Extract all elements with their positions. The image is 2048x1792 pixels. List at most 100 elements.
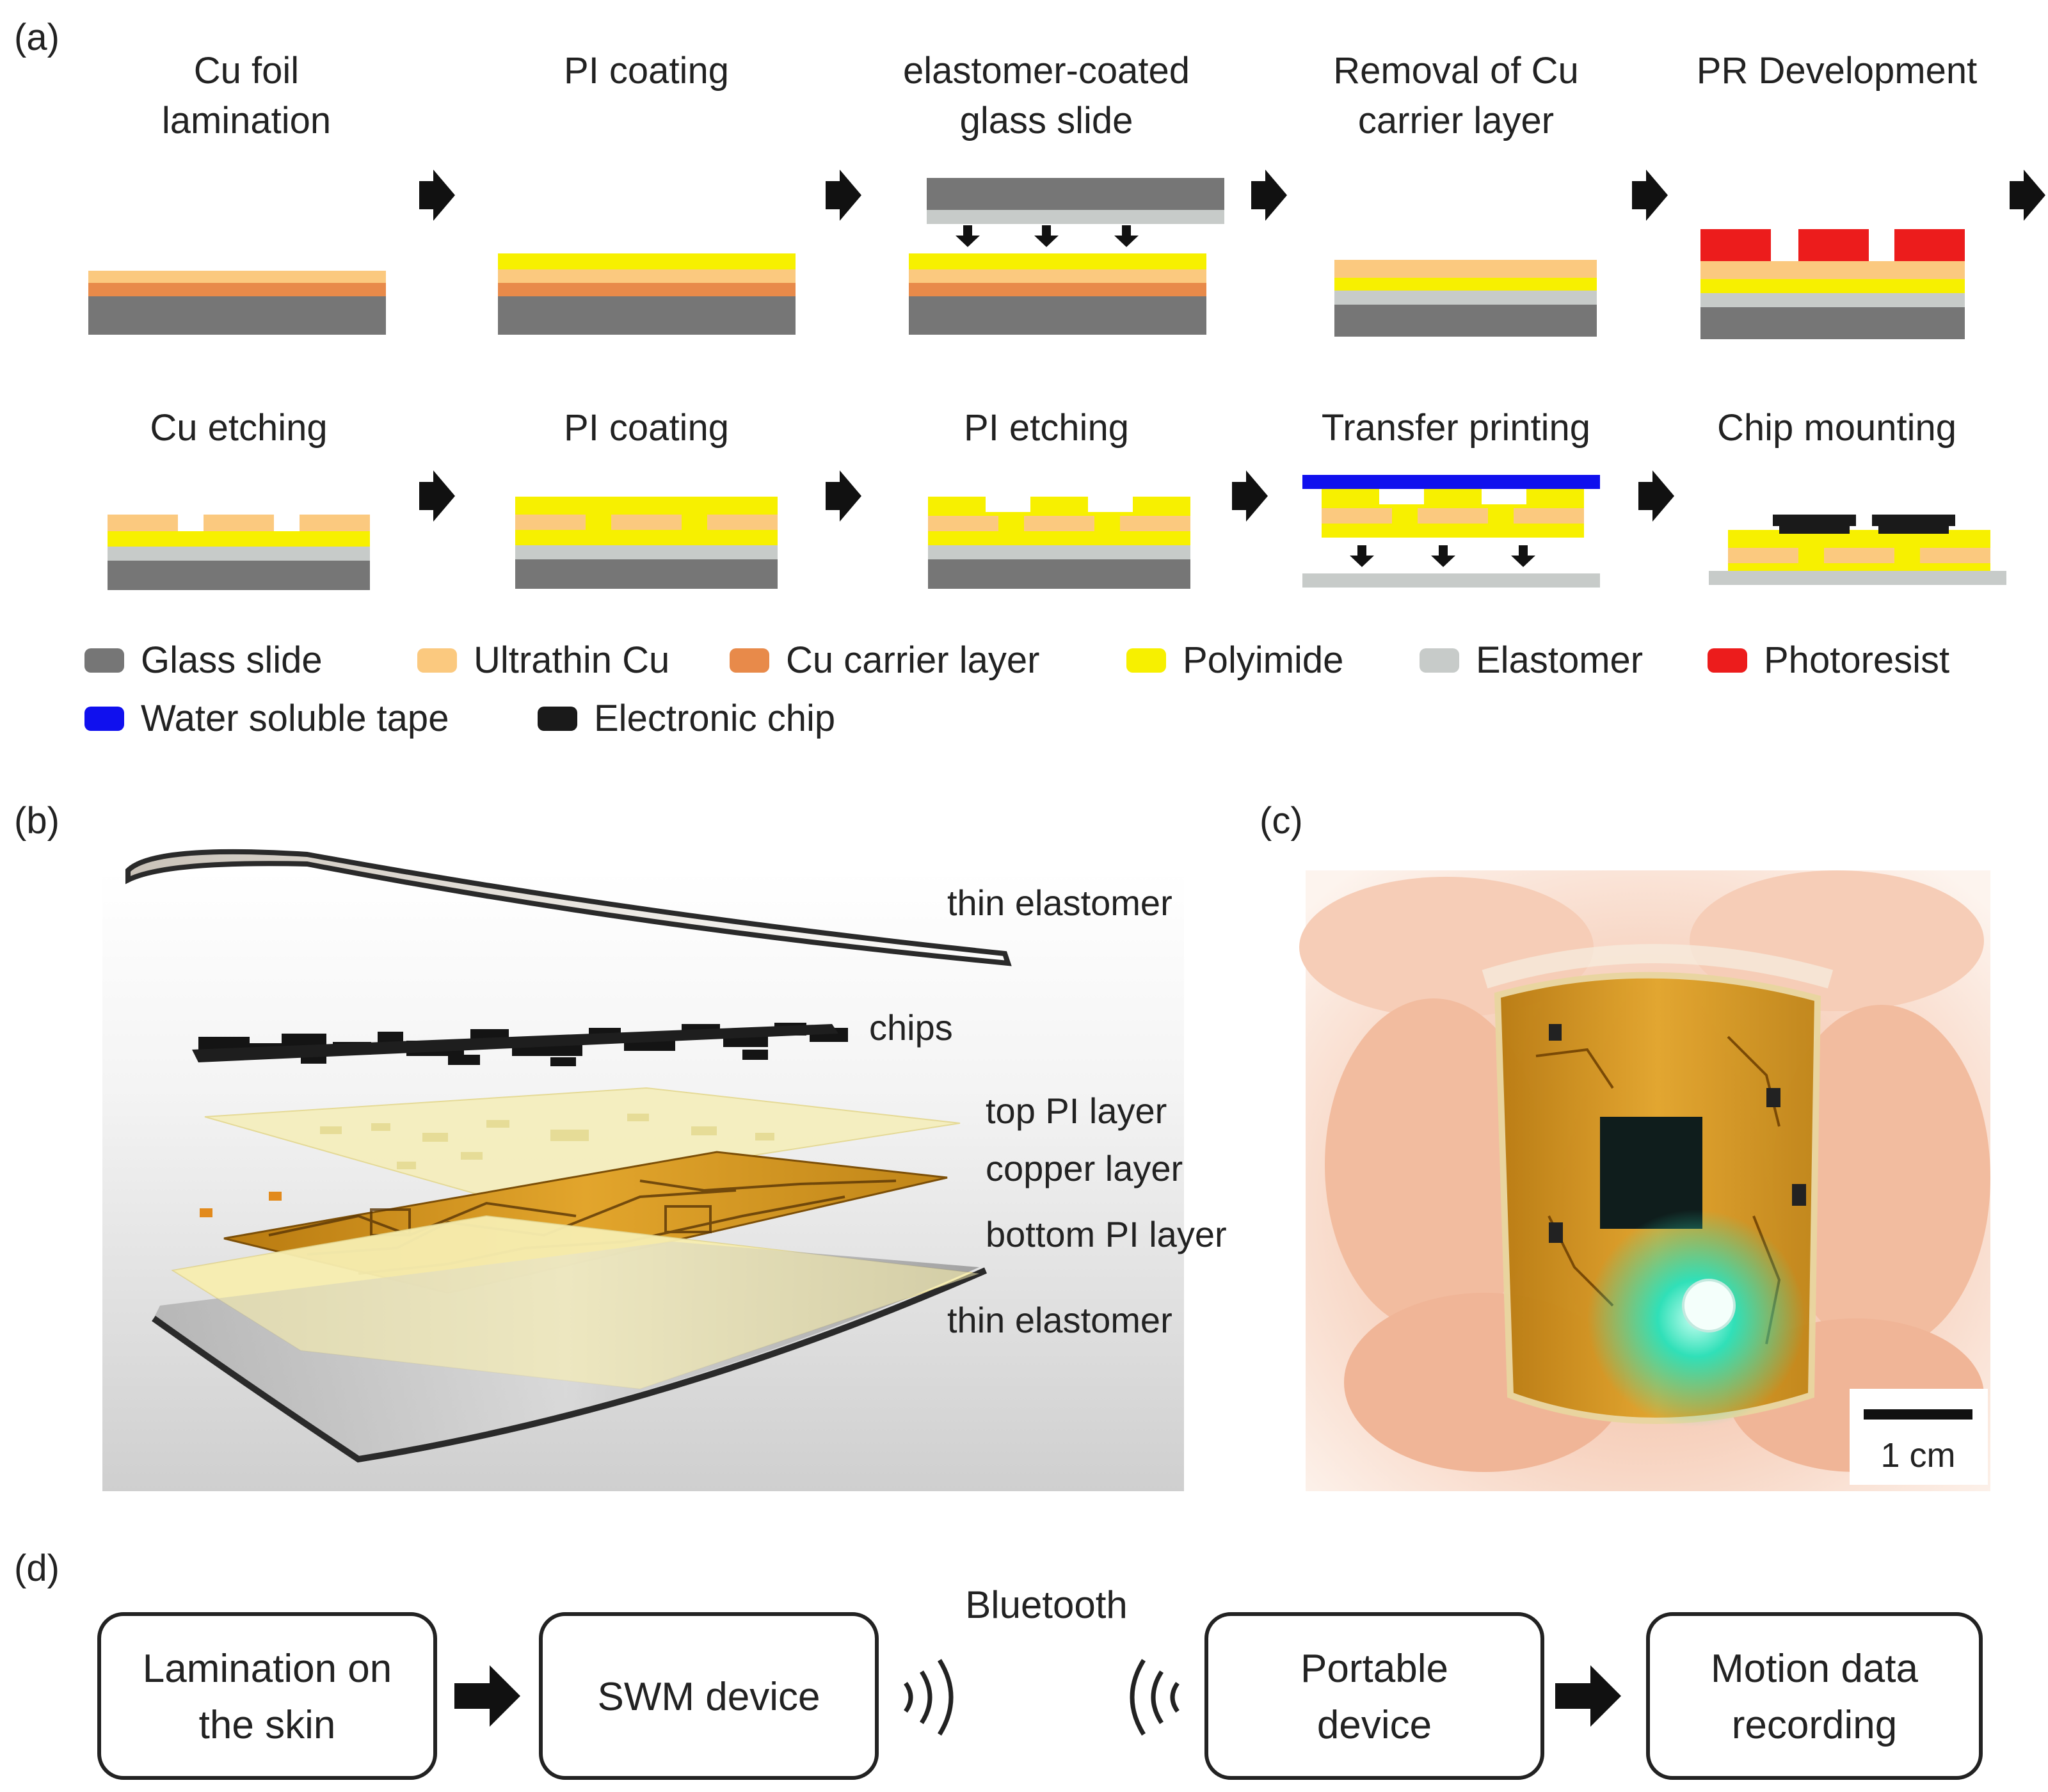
legend-swatch <box>1126 648 1166 673</box>
ultrathin-cu-pattern <box>1728 548 1798 563</box>
ultrathin-cu-pattern <box>1418 508 1488 524</box>
panel-a-label: (a) <box>14 17 60 58</box>
polyimide-pattern <box>1030 497 1088 512</box>
press-arrow-icon <box>1350 545 1374 567</box>
legend-label: Polyimide <box>1183 639 1343 681</box>
copper-small-pad <box>269 1192 282 1201</box>
cu-carrier-layer <box>88 283 386 296</box>
device-transparent-edge <box>1482 944 1834 989</box>
press-arrow-icon <box>956 225 980 247</box>
polyimide-layer <box>1334 278 1597 291</box>
layer-labels: thin elastomer chips top PI layer copper… <box>869 883 1227 1340</box>
legend-label: Ultrathin Cu <box>474 639 669 681</box>
legend-swatch <box>538 707 577 731</box>
chip-row-base <box>192 1024 838 1062</box>
press-arrow-icon <box>1114 225 1139 247</box>
scale-bar <box>1864 1409 1972 1420</box>
electronic-chip <box>1773 515 1856 534</box>
elastomer-layer <box>1709 571 2006 585</box>
step-title: Cu etching <box>150 407 327 449</box>
elastomer-layer <box>927 210 1224 224</box>
photoresist-block <box>1894 229 1965 261</box>
layer-label: top PI layer <box>986 1091 1167 1131</box>
step-title: lamination <box>162 100 331 141</box>
ultrathin-cu-pattern <box>1120 516 1190 531</box>
scale-bar-label: 1 cm <box>1880 1436 1955 1475</box>
panel-d-label: (d) <box>14 1548 60 1589</box>
flow-arrow-icon <box>1638 470 1674 522</box>
elastomer-layer <box>1334 291 1597 305</box>
ultrathin-cu-pattern <box>1514 508 1584 524</box>
polyimide-layer <box>1700 279 1965 293</box>
ultrathin-cu-pattern <box>515 515 586 530</box>
cu-carrier-layer <box>498 283 796 296</box>
legend-label: Elastomer <box>1476 639 1643 681</box>
ultrathin-cu-pattern <box>204 515 274 531</box>
polyimide-pattern <box>1728 530 1786 544</box>
electronic-chip <box>1872 515 1955 534</box>
legend-label: Glass slide <box>141 639 323 681</box>
glass-slide <box>498 296 796 335</box>
thumb <box>1325 998 1542 1331</box>
top-pi-pattern <box>320 1114 774 1169</box>
legend: Glass slide Ultrathin Cu Cu carrier layer P… <box>84 639 1949 739</box>
step-title: Chip mounting <box>1717 407 1956 449</box>
polyimide-pattern <box>1424 489 1482 504</box>
workflow-box-label: device <box>1317 1703 1432 1747</box>
copper-small-pad <box>200 1208 212 1217</box>
chip-3d <box>742 1050 768 1060</box>
bottom-elastomer-edge <box>152 1267 988 1463</box>
flow-arrow-icon <box>1632 170 1668 221</box>
step-title: elastomer-coated <box>903 50 1190 92</box>
exploded-view <box>102 849 1184 1491</box>
glass-slide <box>88 296 386 335</box>
thumb <box>1773 1005 1990 1350</box>
flow-arrow-icon <box>826 470 861 522</box>
top-pi-sheet <box>204 1087 961 1198</box>
legend-swatch <box>84 707 124 731</box>
cu-carrier-layer <box>909 283 1206 296</box>
ultrathin-cu-layer <box>1700 261 1965 279</box>
elastomer-layer <box>1302 573 1600 588</box>
elastomer-layer <box>1700 293 1965 307</box>
process-arrows <box>419 170 2045 522</box>
legend-swatch <box>84 648 124 673</box>
step-title: PR Development <box>1697 50 1977 92</box>
bottom-pi-sheet-front <box>173 1216 979 1389</box>
ultrathin-cu-pattern <box>707 515 778 530</box>
signal-waves-out-icon <box>904 1659 954 1736</box>
step-title: PI coating <box>564 50 729 92</box>
legend-swatch <box>417 648 457 673</box>
workflow-box <box>1646 1612 1983 1780</box>
workflow-box <box>97 1612 437 1780</box>
smd-part <box>1766 1088 1780 1107</box>
step-title: Transfer printing <box>1322 407 1590 449</box>
flow-arrow-icon <box>2010 170 2045 221</box>
workflow-box-label: Lamination on <box>143 1647 392 1691</box>
workflow-box <box>1204 1612 1544 1780</box>
chip-3d <box>198 1037 250 1051</box>
legend-label: Cu carrier layer <box>786 639 1039 681</box>
step-title: glass slide <box>960 100 1133 141</box>
legend-swatch <box>1708 648 1747 673</box>
polyimide-layer <box>909 253 1206 269</box>
glass-slide <box>1700 307 1965 339</box>
ultrathin-cu-pattern <box>1024 516 1094 531</box>
elastomer-layer <box>515 545 778 559</box>
step-title: PI coating <box>564 407 729 449</box>
layer-label: copper layer <box>986 1148 1183 1188</box>
legend-swatch <box>730 648 769 673</box>
ultrathin-cu-layer <box>88 271 386 283</box>
top-elastomer-sheet <box>125 849 1012 966</box>
finger <box>1299 877 1594 1018</box>
workflow-box-label: recording <box>1732 1703 1897 1747</box>
legend-label: Photoresist <box>1764 639 1949 681</box>
layer-label: bottom PI layer <box>986 1214 1227 1254</box>
ultrathin-cu-pattern <box>1824 548 1894 563</box>
ultrathin-cu-layer <box>498 269 796 283</box>
ultrathin-cu-layer <box>909 269 1206 283</box>
photoresist-block <box>1700 229 1771 261</box>
